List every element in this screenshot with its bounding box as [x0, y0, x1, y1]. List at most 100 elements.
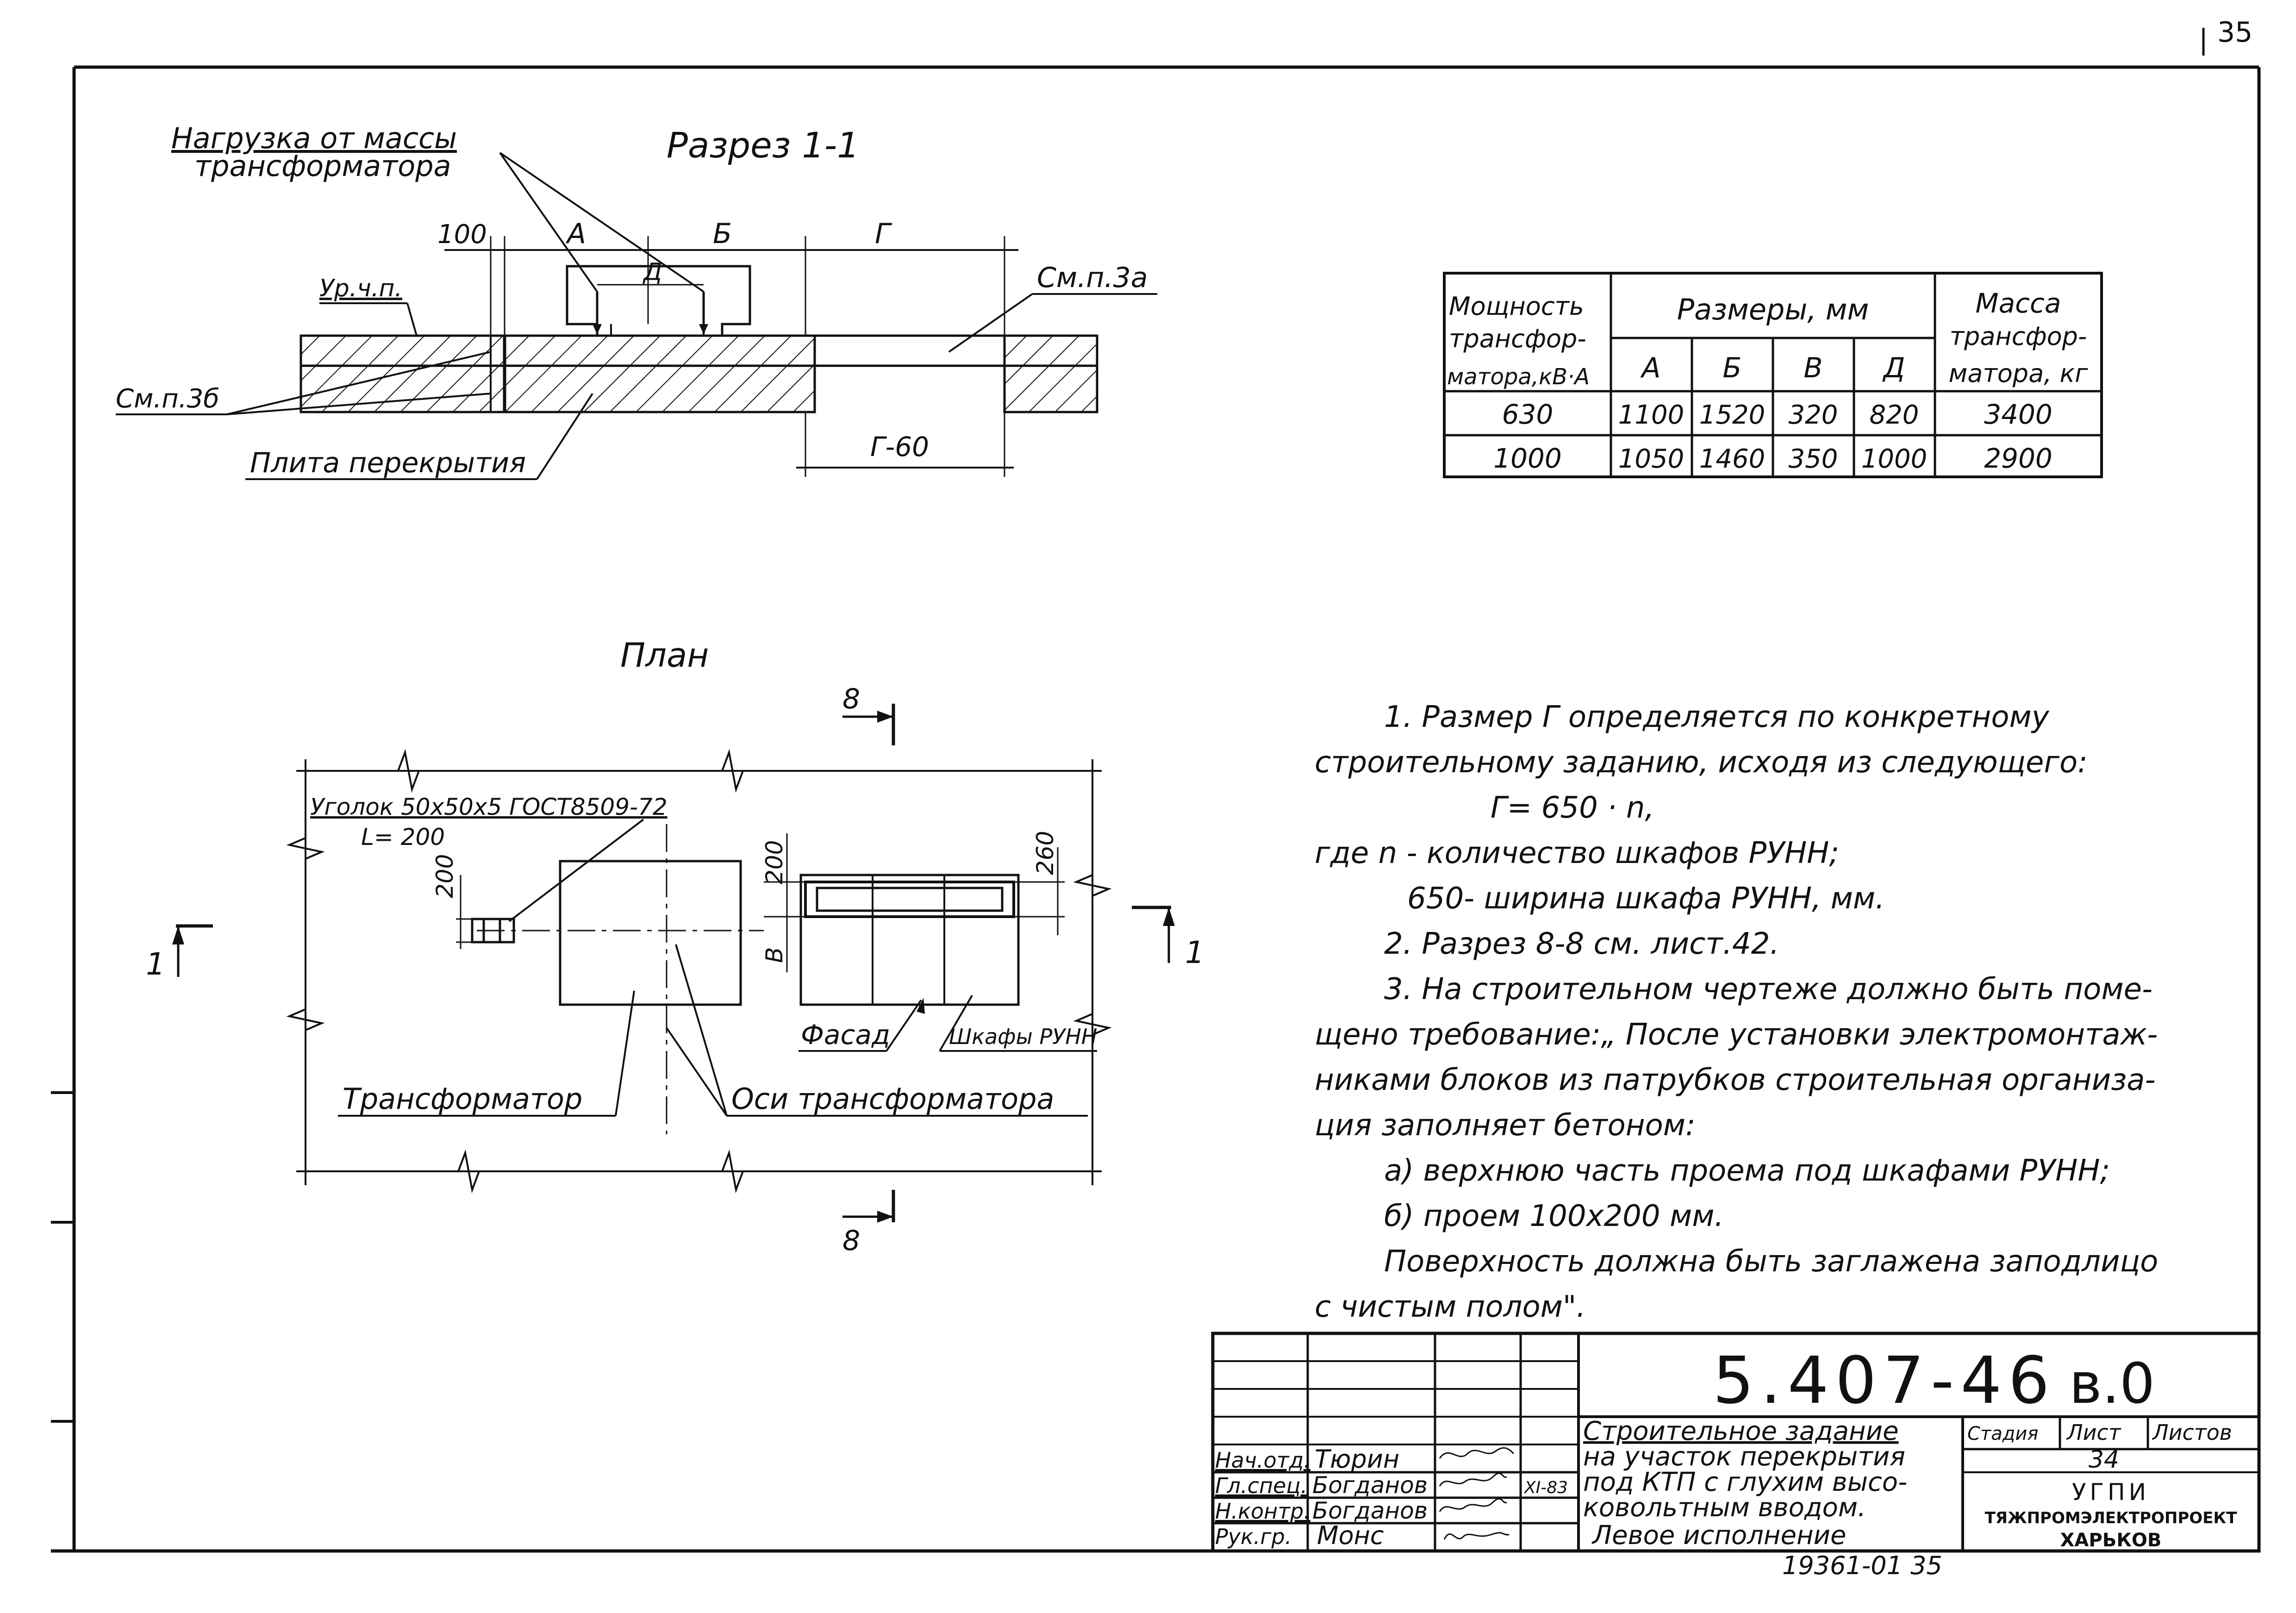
note-3a: 3. На строительном чертеже должно быть п…: [1384, 972, 2153, 1007]
angle-length: L= 200: [361, 824, 445, 850]
row-d: 1000: [1861, 444, 1928, 474]
col-a: А: [1640, 352, 1660, 384]
slab-opening-outline: [286, 749, 1112, 1194]
dim-d: Д: [643, 258, 662, 286]
note-3d: ция заполняет бетоном:: [1315, 1108, 1696, 1143]
stage-label: Стадия: [1967, 1423, 2038, 1444]
transformer-table: Мощность трансфор- матора,кВ·А Размеры, …: [1443, 272, 2103, 478]
org-line-2: ТЯЖПРОМЭЛЕКТРОПРОЕКТ: [1985, 1509, 2238, 1527]
ref-3b-label: См.п.3б: [116, 384, 219, 414]
org-line-3: ХАРЬКОВ: [2060, 1530, 2162, 1551]
row-v: 320: [1789, 400, 1838, 430]
row-d: 820: [1870, 400, 1919, 430]
corner-page-number: 35: [2217, 16, 2252, 49]
note-3c: никами блоков из патрубков строительная …: [1315, 1063, 2156, 1097]
row-v: 350: [1789, 444, 1838, 474]
header-sizes: Размеры, мм: [1677, 293, 1869, 326]
cabinets-label: Шкафы РУНН: [949, 1024, 1097, 1049]
header-mass-1: Масса: [1976, 288, 2061, 319]
row-a: 1050: [1618, 444, 1685, 474]
sheet-number: 34: [2089, 1446, 2119, 1474]
signatures: [1439, 1447, 1515, 1540]
slab-left-top: [299, 334, 816, 367]
header-power-2: трансфор-: [1449, 324, 1586, 353]
note-3-item-a: а) верхнюю часть проема под шкафами РУНН…: [1384, 1154, 2110, 1188]
note-2: 2. Разрез 8-8 см. лист.42.: [1384, 927, 1779, 961]
role-4: Рук.гр.: [1215, 1524, 1292, 1549]
note-1-650: 650- ширина шкафа РУНН, мм.: [1407, 882, 1885, 916]
role-2: Гл.спец.: [1215, 1473, 1307, 1498]
slab-right-top: [1003, 334, 1098, 367]
slab-label: Плита перекрытия: [250, 447, 526, 479]
plan-title: План: [620, 636, 709, 675]
floor-level-label: Ур.ч.п.: [319, 275, 402, 302]
note-3-item-b: б) проем 100х200 мм.: [1384, 1199, 1724, 1233]
name-3: Богданов: [1312, 1497, 1428, 1524]
row-b: 1520: [1699, 400, 1766, 430]
role-1: Нач.отд.: [1215, 1448, 1310, 1473]
dim-260: 260: [1032, 831, 1059, 875]
sheet-label: Лист: [2066, 1420, 2121, 1445]
title-line-5: Левое исполнение: [1591, 1520, 1846, 1550]
load-label-line2: трансформатора: [194, 149, 451, 183]
title-line-3: под КТП с глухим высо-: [1583, 1467, 1907, 1497]
slab-left-body: [299, 364, 816, 413]
cut-8-top: 8: [842, 683, 860, 715]
cabinets-outline: [799, 874, 1020, 1006]
col-v: В: [1803, 352, 1822, 384]
opening-filled-top: [813, 334, 1006, 367]
axes-label: Оси трансформатора: [731, 1082, 1054, 1116]
name-1: Тюрин: [1315, 1444, 1399, 1474]
header-power-1: Мощность: [1449, 292, 1584, 321]
org-line-1: УГПИ: [2072, 1479, 2150, 1506]
date: XI-83: [1523, 1478, 1568, 1497]
dim-g: Г: [875, 218, 892, 250]
header-mass-3: матора, кг: [1948, 359, 2088, 388]
doc-variant: в.0: [2069, 1352, 2155, 1416]
row-mass: 3400: [1984, 399, 2053, 430]
doc-code: 5.407-46: [1713, 1343, 2056, 1419]
section-title: Разрез 1-1: [667, 125, 860, 166]
transformer-label: Трансформатор: [343, 1082, 582, 1116]
title-block: 5.407-46 в.0 Нач.отд. Гл.спец. Н.контр. …: [1211, 1332, 2261, 1553]
angle-label: Уголок 50х50х5 ГОСТ8509-72: [310, 794, 668, 820]
note-1a: 1. Размер Г определяется по конкретному: [1384, 700, 2049, 734]
sheets-label: Листов: [2152, 1420, 2232, 1445]
row-a: 1100: [1618, 400, 1685, 430]
notes-block: 1. Размер Г определяется по конкретному …: [1315, 694, 2245, 1330]
row-power: 1000: [1493, 443, 1562, 474]
section-1-1: Разрез 1-1 Нагрузка от массы трансформат…: [116, 121, 1157, 480]
load-label: Нагрузка от массы: [171, 121, 457, 155]
angle-steel-icon: [471, 918, 515, 944]
ref-3a-label: См.п.3а: [1037, 262, 1148, 294]
dim-100: 100: [437, 219, 487, 250]
dim-v: В: [761, 947, 788, 963]
cut-8-bottom: 8: [842, 1225, 860, 1257]
cut-1-right: 1: [1185, 935, 1204, 970]
row-mass: 2900: [1984, 443, 2053, 474]
name-2: Богданов: [1312, 1472, 1428, 1499]
dim-200-mid: 200: [761, 840, 788, 884]
col-b: Б: [1722, 352, 1741, 384]
note-3b: щено требование:„ После установки электр…: [1315, 1018, 2158, 1052]
col-d: Д: [1882, 352, 1905, 384]
note-1b: строительному заданию, исходя из следующ…: [1315, 745, 2088, 780]
note-3e: Поверхность должна быть заглажена заподл…: [1384, 1244, 2159, 1279]
facade-label: Фасад: [801, 1019, 890, 1050]
table-row: 1000 1050 1460 350 1000 2900: [1493, 443, 2053, 474]
dim-g60: Г-60: [870, 431, 929, 463]
transformer-outline: [559, 860, 742, 1006]
plan-view: План 8 8 1 1: [146, 636, 1204, 1257]
slab-right-body: [1003, 364, 1098, 413]
dim-a: А: [565, 218, 586, 250]
note-1-formula: Г= 650 · n,: [1491, 791, 1654, 825]
row-power: 630: [1502, 399, 1554, 430]
dim-b: Б: [713, 218, 732, 250]
header-mass-2: трансфор-: [1950, 322, 2087, 351]
header-power-3: матора,кВ·А: [1447, 364, 1590, 390]
bottom-code: 19361-01 35: [1782, 1551, 1942, 1580]
table-row: 630 1100 1520 320 820 3400: [1502, 399, 2053, 430]
cut-1-left: 1: [146, 946, 165, 982]
title-line-4: ковольтным вводом.: [1583, 1493, 1866, 1523]
